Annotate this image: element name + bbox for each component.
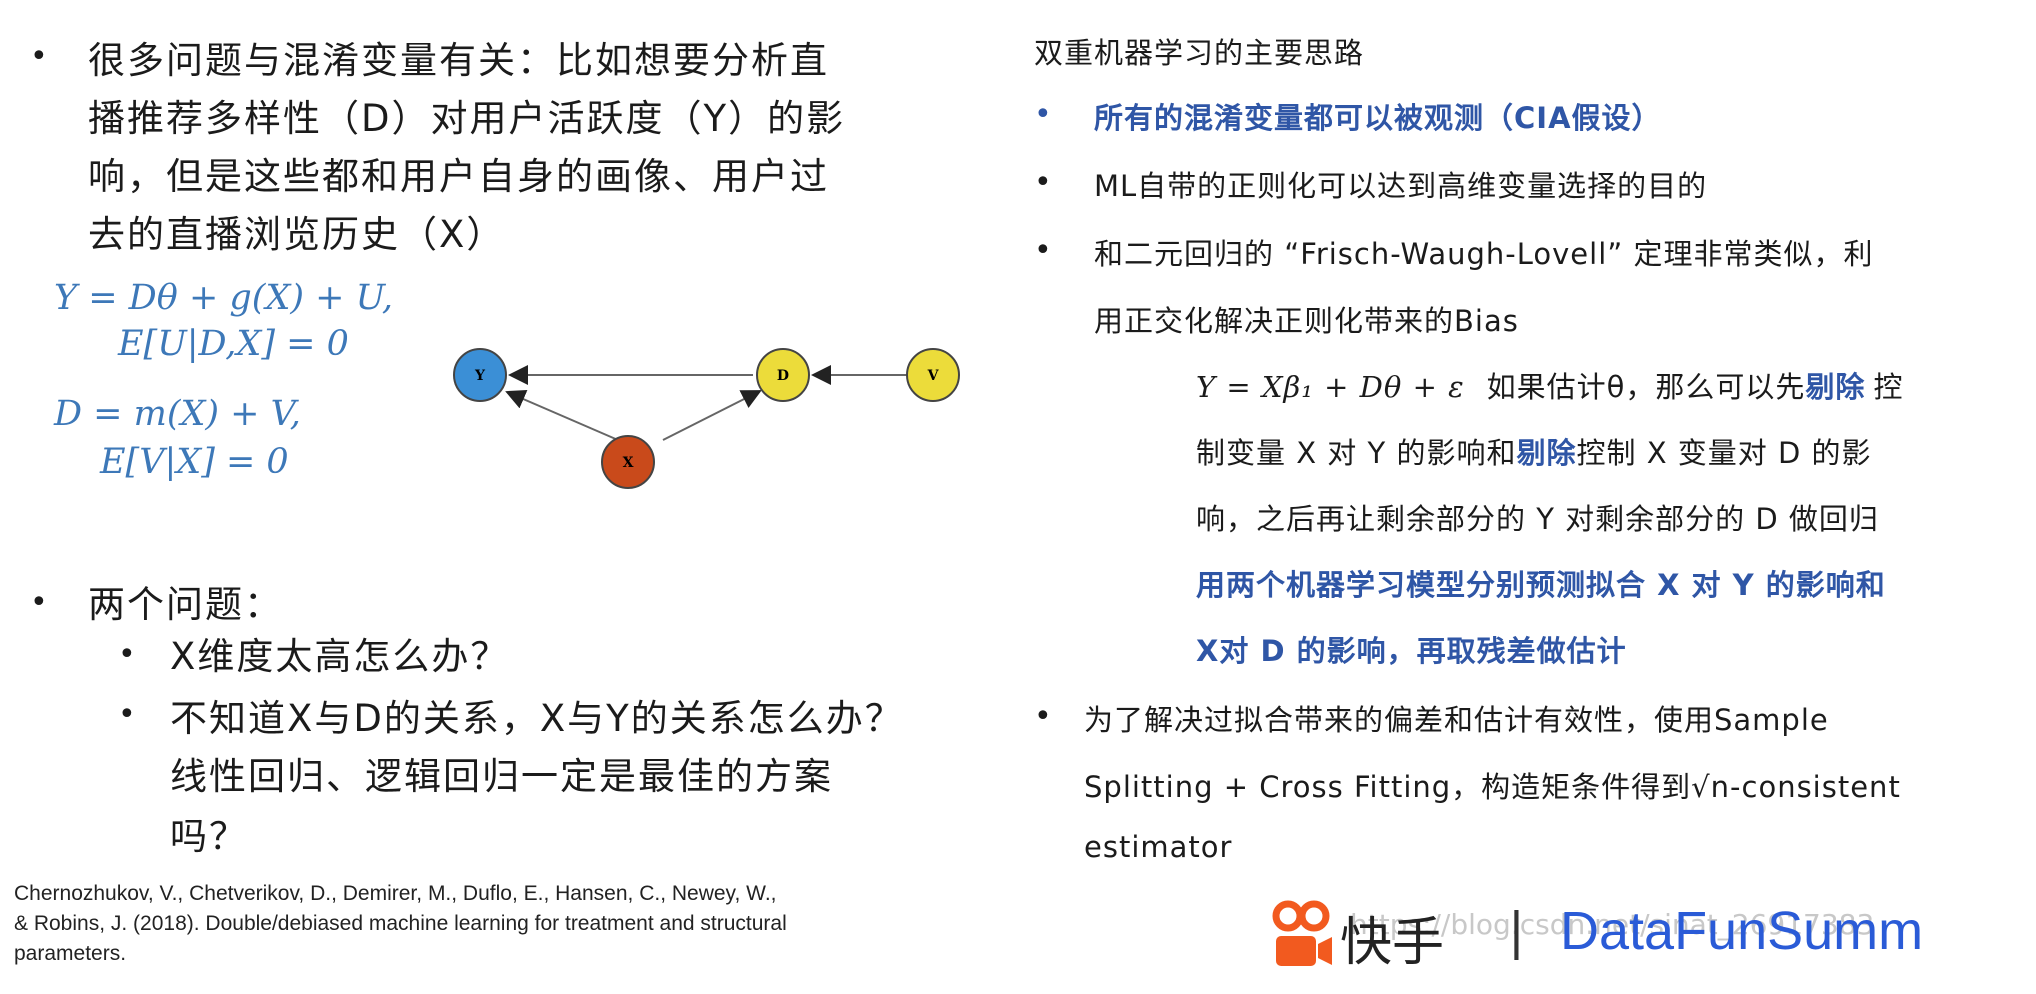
- problem-2: 不知道X与D的关系，X与Y的关系怎么办？: [170, 697, 904, 740]
- svg-text:Y: Y: [474, 368, 486, 384]
- equation-y-condition: E[U|D,X] = 0: [118, 324, 349, 364]
- svg-text:V: V: [927, 368, 940, 384]
- intro-line-2: 播推荐多样性（D）对用户活跃度（Y）的影: [88, 97, 846, 140]
- bullet-cross-fitting-line-1: 为了解决过拟合带来的偏差和估计有效性，使用Sample: [1084, 703, 1829, 737]
- equation-d-condition: E[V|X] = 0: [100, 442, 289, 482]
- formula-line-2: 制变量 X 对 Y 的影响和剔除控制 X 变量对 D 的影: [1196, 430, 1872, 472]
- problem-2-line-3: 吗？: [170, 815, 248, 858]
- bullet-dot: •: [118, 637, 136, 672]
- problem-2-line-2: 线性回归、逻辑回归一定是最佳的方案: [170, 755, 833, 798]
- bullet-fwl-line-2: 用正交化解决正则化带来的Bias: [1094, 304, 1519, 338]
- formula-line-1: Y = Xβ₁ + Dθ + ε 如果估计θ，那么可以先剔除控: [1196, 364, 1903, 406]
- regression-equation: Y = Xβ₁ + Dθ + ε: [1196, 370, 1465, 404]
- highlight-remove: 剔除: [1516, 436, 1577, 470]
- causal-dag-diagram: Y D V X: [453, 348, 960, 489]
- formula-line-3: 响，之后再让剩余部分的 Y 对剩余部分的 D 做回归: [1196, 502, 1879, 536]
- bullet-cia-assumption: 所有的混淆变量都可以被观测（CIA假设）: [1094, 101, 1662, 135]
- bullet-dot: •: [30, 39, 48, 74]
- formula-text: 控: [1873, 370, 1904, 404]
- bullet-dot: •: [30, 585, 48, 620]
- equation-y: Y = Dθ + g(X) + U,: [54, 278, 394, 318]
- bullet-fwl-line-1: 和二元回归的 “Frisch-Waugh-Lovell” 定理非常类似，利: [1094, 237, 1874, 271]
- bullet-dot: •: [1034, 699, 1052, 734]
- formula-line-4: 用两个机器学习模型分别预测拟合 X 对 Y 的影响和: [1196, 568, 1886, 602]
- node-y: Y: [453, 348, 507, 402]
- node-d: D: [756, 348, 810, 402]
- svg-text:D: D: [777, 368, 789, 384]
- right-title: 双重机器学习的主要思路: [1034, 36, 1365, 70]
- brand-separator: |: [1508, 902, 1525, 960]
- formula-text: 控制 X 变量对 D 的影: [1576, 436, 1872, 470]
- brand-kuaishou: 快手: [1340, 913, 1445, 973]
- formula-line-5: X对 D 的影响，再取残差做估计: [1196, 634, 1627, 668]
- intro-line-3: 响，但是这些都和用户自身的画像、用户过: [88, 155, 829, 198]
- problem-1: X维度太高怎么办？: [170, 635, 510, 678]
- node-v: V: [906, 348, 960, 402]
- formula-text: 如果估计θ，那么可以先: [1486, 370, 1806, 404]
- formula-text: 制变量 X 对 Y 的影响和: [1196, 436, 1517, 470]
- highlight-remove: 剔除: [1805, 370, 1866, 404]
- edge-x-to-d: [662, 390, 762, 441]
- intro-line-1: 很多问题与混淆变量有关：比如想要分析直: [88, 39, 829, 82]
- kuaishou-logo-icon: [1272, 900, 1332, 966]
- equation-d: D = m(X) + V,: [54, 394, 301, 434]
- svg-text:X: X: [623, 455, 634, 471]
- bullet-dot: •: [1034, 165, 1052, 200]
- bullet-cross-fitting-line-2: Splitting + Cross Fitting，构造矩条件得到√n-cons…: [1084, 770, 1901, 804]
- reference-line-1: Chernozhukov, V., Chetverikov, D., Demir…: [14, 882, 777, 905]
- reference-line-2: & Robins, J. (2018). Double/debiased mac…: [14, 912, 787, 935]
- edge-x-to-y: [505, 389, 619, 441]
- node-x: X: [601, 435, 655, 489]
- intro-line-4: 去的直播浏览历史（X）: [88, 213, 506, 256]
- bullet-regularization: ML自带的正则化可以达到高维变量选择的目的: [1094, 169, 1708, 203]
- reference-line-3: parameters.: [14, 942, 127, 965]
- bullet-dot: •: [1034, 233, 1052, 268]
- watermark: https://blog.csdn.net/sinat_26917383: [1350, 908, 1875, 941]
- bullet-dot: •: [118, 697, 136, 732]
- problems-title: 两个问题：: [88, 583, 283, 626]
- bullet-cross-fitting-line-3: estimator: [1084, 830, 1233, 864]
- brand-datafun: DataFunSumm: [1560, 901, 1924, 961]
- bullet-dot: •: [1034, 97, 1052, 132]
